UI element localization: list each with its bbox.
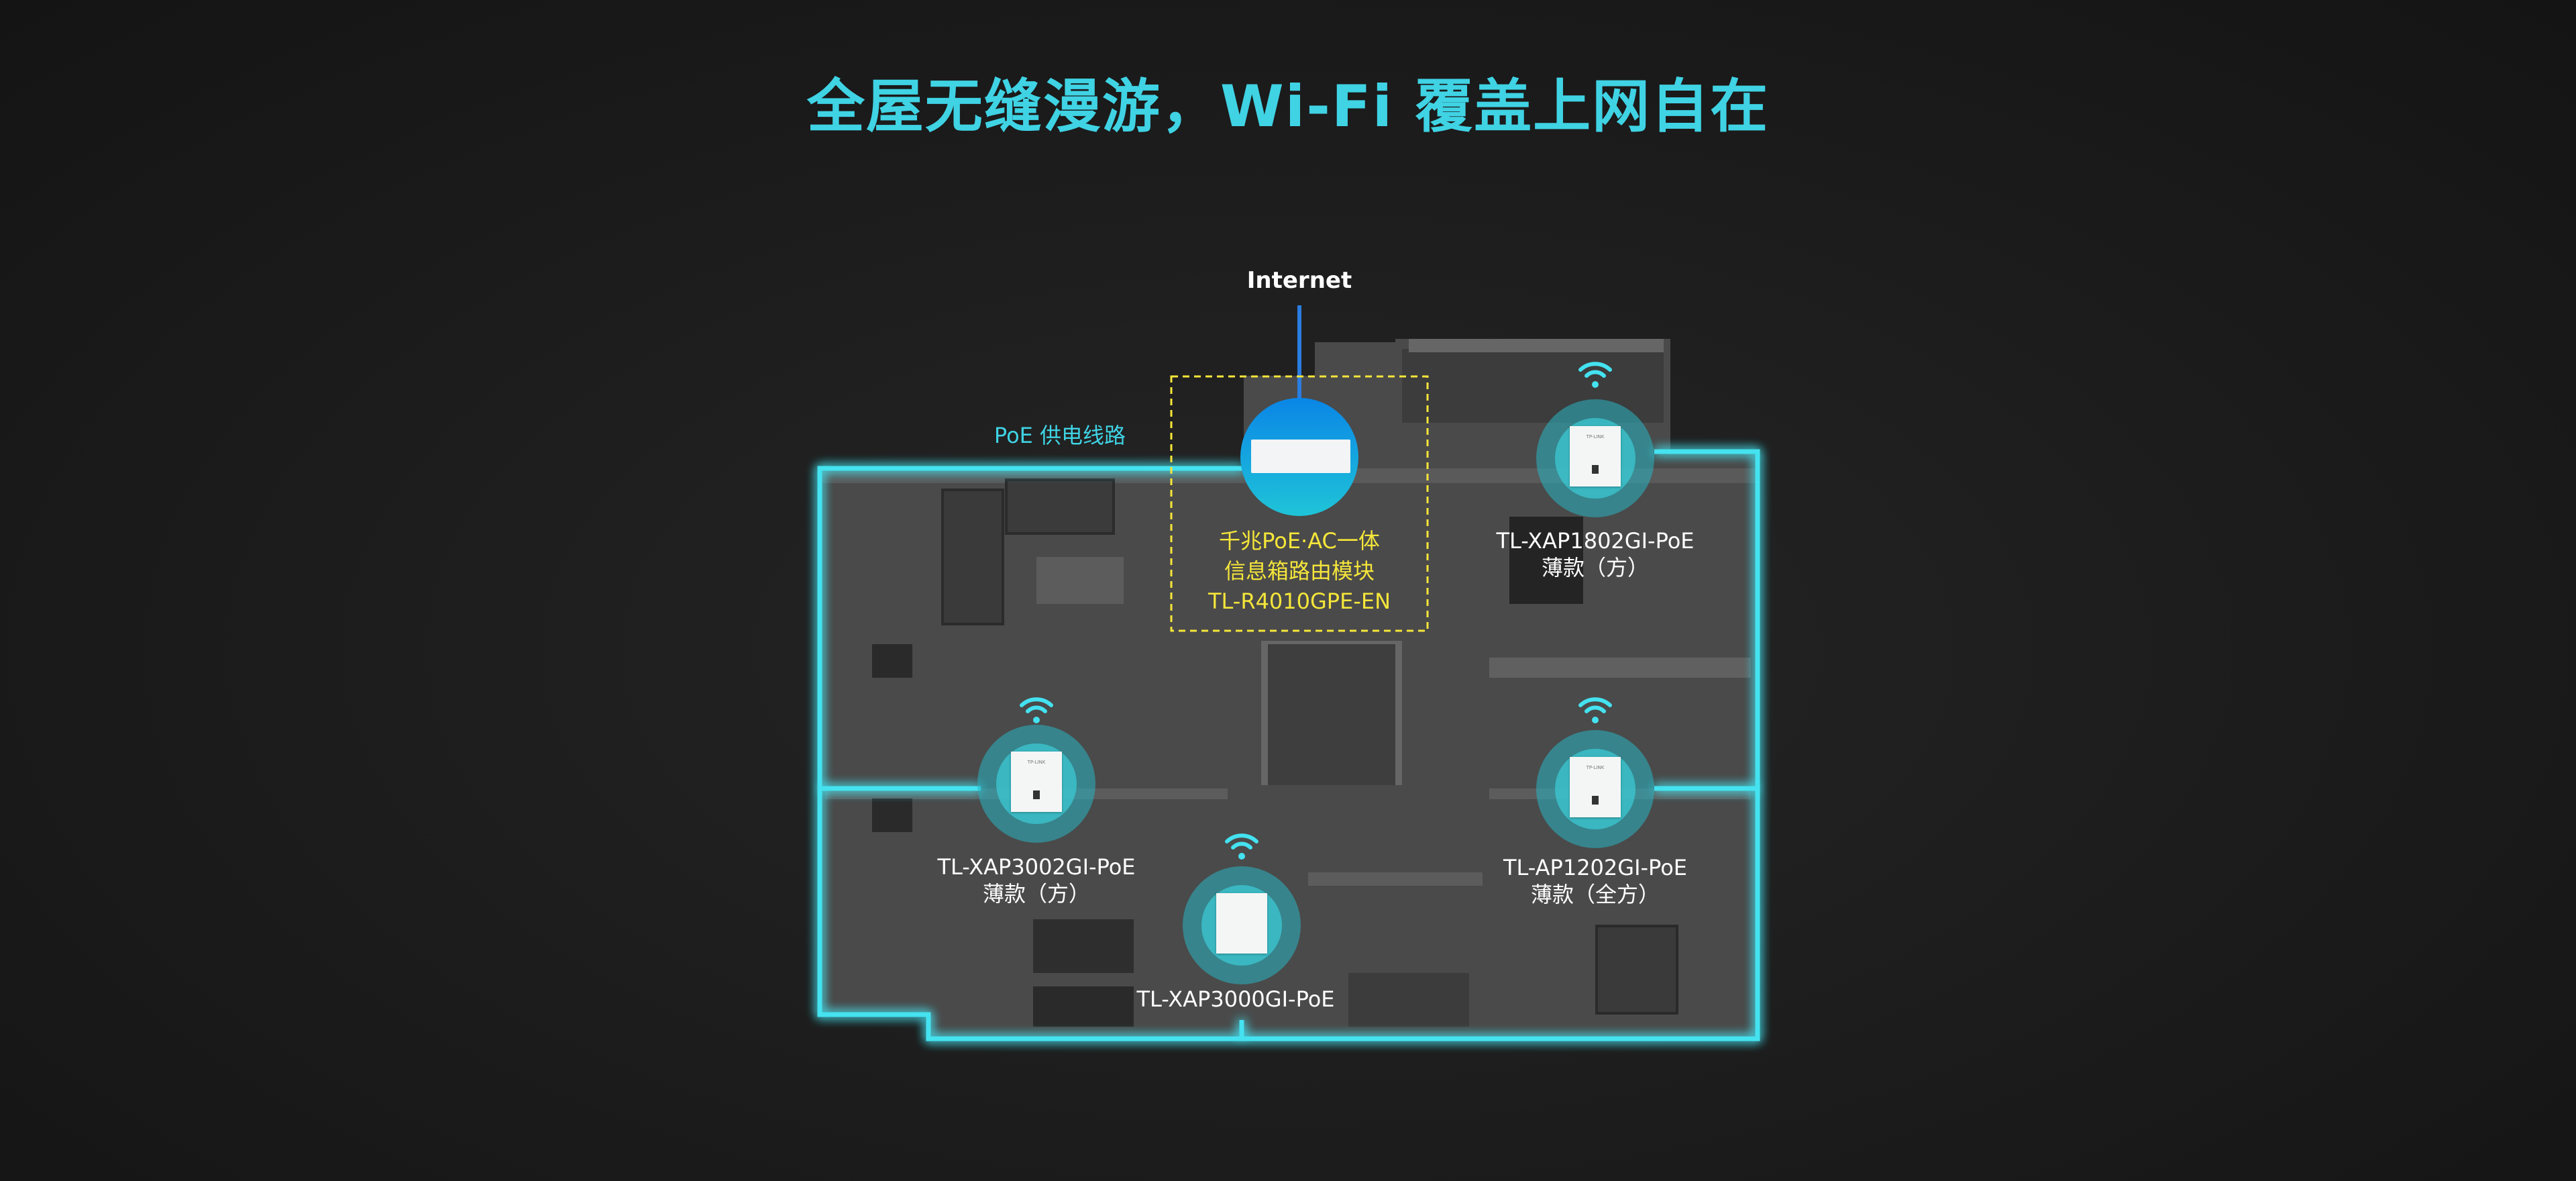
router-label-line: 信息箱路由模块	[1224, 558, 1375, 584]
router-device-icon	[1251, 440, 1350, 473]
ap-panel-icon: TP-LINK	[1570, 757, 1621, 817]
ap-variant: 薄款（全方）	[1530, 882, 1660, 907]
wifi-icon	[1225, 833, 1258, 860]
router-highlight-box	[1170, 375, 1429, 632]
ap-panel-icon: TP-LINK	[1011, 752, 1062, 812]
floor-area	[820, 339, 1758, 1040]
wifi-icon	[1020, 697, 1053, 723]
ap-model: TL-XAP3000GI-PoE	[1136, 986, 1335, 1012]
router-label: 千兆PoE·AC一体 信息箱路由模块 TL-R4010GPE-EN	[1165, 526, 1434, 617]
ap-label: TL-XAP3000GI-PoE	[1068, 986, 1403, 1013]
ap-panel-icon: TP-LINK	[1570, 426, 1621, 486]
ap-model: TL-XAP3002GI-PoE	[937, 854, 1136, 880]
router-module	[1240, 398, 1358, 516]
page-title: 全屋无缝漫游，Wi-Fi 覆盖上网自在	[806, 73, 1770, 140]
access-point-xap1802: TP-LINK	[1536, 399, 1654, 517]
poe-line-label: PoE 供电线路	[994, 423, 1126, 448]
ap-label: TL-XAP3002GI-PoE 薄款（方）	[869, 854, 1204, 907]
access-point-xap3000	[1183, 866, 1301, 984]
ap-model: TL-AP1202GI-PoE	[1503, 855, 1687, 880]
router-model: TL-R4010GPE-EN	[1208, 588, 1391, 614]
access-point-ap1202: TP-LINK	[1536, 730, 1654, 848]
poe-cable-lines	[817, 449, 1760, 1041]
wifi-icon	[1578, 362, 1612, 388]
ap-panel-icon	[1216, 893, 1267, 954]
ap-label: TL-XAP1802GI-PoE 薄款（方）	[1428, 527, 1763, 581]
router-label-line: 千兆PoE·AC一体	[1219, 528, 1380, 554]
internet-label: Internet	[1246, 267, 1352, 294]
wifi-icon	[1578, 697, 1612, 723]
ap-label: TL-AP1202GI-PoE 薄款（全方）	[1428, 854, 1763, 908]
access-point-xap3002: TP-LINK	[977, 725, 1095, 843]
ap-variant: 薄款（方）	[982, 881, 1090, 907]
ap-model: TL-XAP1802GI-PoE	[1496, 528, 1695, 554]
ap-variant: 薄款（方）	[1541, 555, 1649, 580]
